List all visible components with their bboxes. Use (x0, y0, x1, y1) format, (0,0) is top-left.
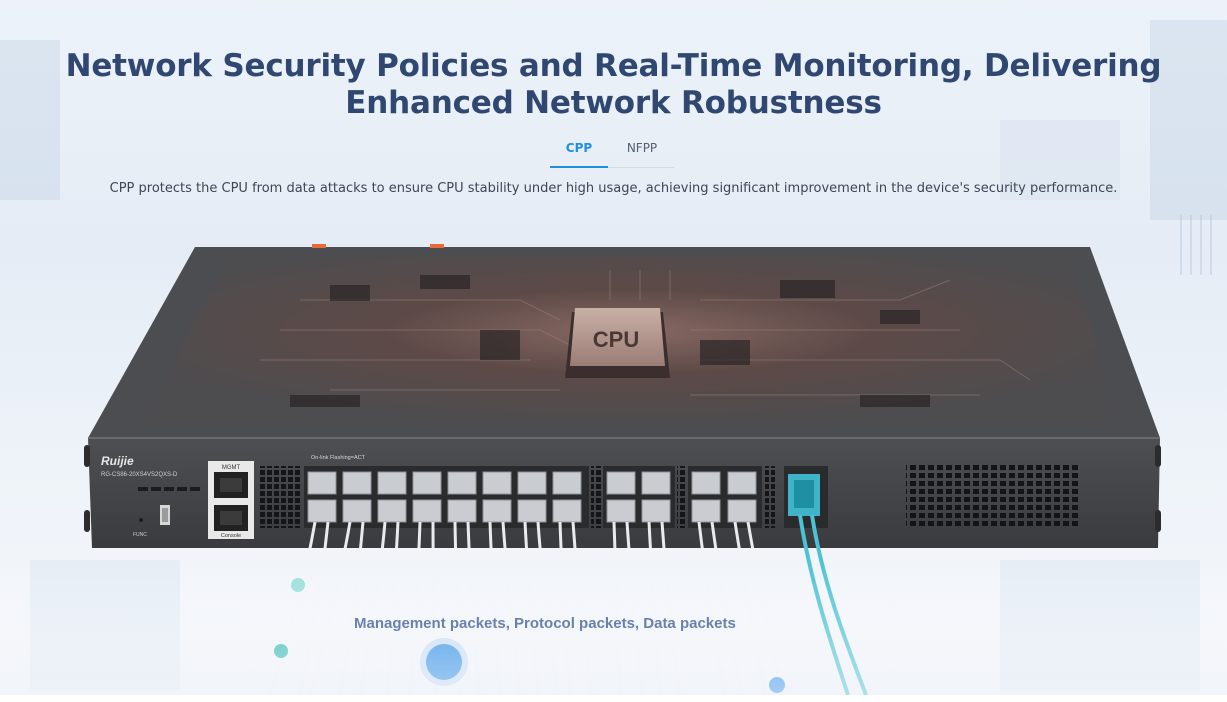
tab-description: CPP protects the CPU from data attacks t… (109, 181, 1118, 196)
background-block (1150, 20, 1227, 220)
background-line (1190, 215, 1192, 275)
background-block (0, 40, 60, 200)
sfp-modules (307, 471, 757, 523)
port-legend: On-link Flashing=ACT (311, 455, 366, 461)
background-line (1180, 215, 1182, 275)
pcb-chips (290, 275, 930, 407)
rear-tab (430, 244, 444, 248)
packet-caption: Management packets, Protocol packets, Da… (354, 615, 736, 632)
func-label: FUNC (133, 532, 147, 538)
page-title: Network Security Policies and Real-Time … (65, 48, 1162, 121)
left-vent (258, 466, 302, 528)
tab-cpp[interactable]: CPP (550, 137, 608, 168)
rack-ear (1155, 445, 1161, 467)
circuit-traces (260, 270, 1031, 396)
mid-vent (765, 466, 775, 528)
cpu-chip (570, 308, 665, 366)
model-label: RG-CS86-20XS4VS2QXS-D (101, 472, 178, 478)
rack-ear (84, 445, 90, 467)
right-vent (906, 464, 1080, 526)
rack-ear (1155, 510, 1161, 532)
background-line (1210, 215, 1212, 275)
cpu-label: CPU (593, 327, 639, 352)
brand-logo: Ruijie (101, 454, 134, 468)
console-label: Console (221, 533, 241, 539)
func-button (139, 518, 143, 522)
bottom-strip (0, 695, 1227, 702)
tab-bar: CPP NFPP (550, 137, 674, 168)
background-line (1200, 215, 1202, 275)
mid-vent (591, 466, 601, 528)
background-block (1000, 120, 1120, 200)
mid-vent (677, 466, 687, 528)
status-leds (138, 487, 200, 491)
mgmt-label: MGMT (222, 465, 241, 471)
tab-nfpp[interactable]: NFPP (626, 141, 658, 155)
rear-tab (312, 244, 326, 248)
rack-ear (84, 510, 90, 532)
